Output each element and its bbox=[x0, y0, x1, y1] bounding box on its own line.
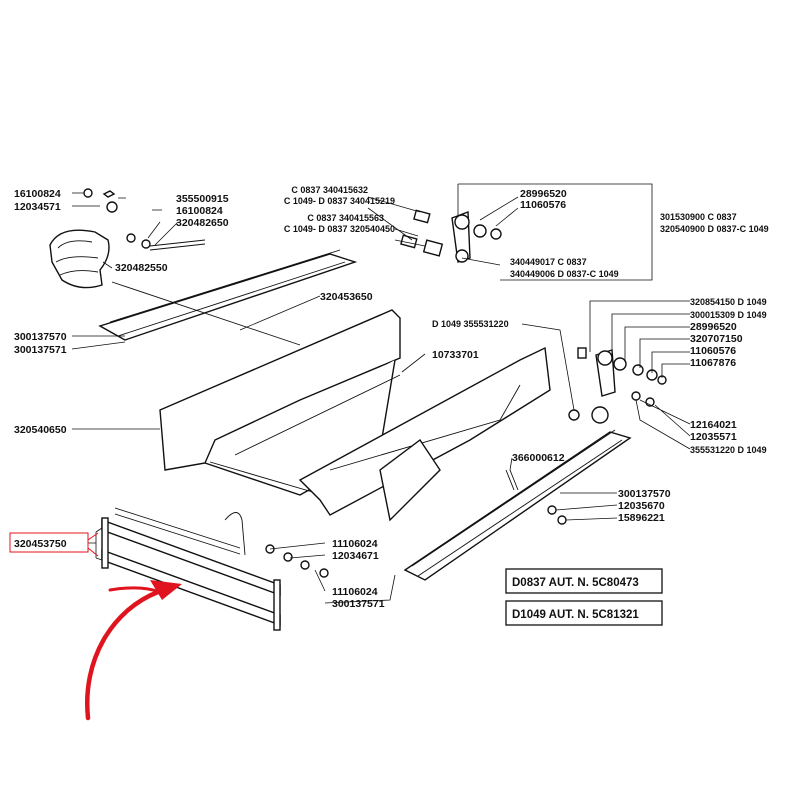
label-300137570-a: 300137570 bbox=[14, 331, 67, 343]
label-11106024-b: 11106024 bbox=[332, 586, 378, 598]
label-11060576-a: 11060576 bbox=[520, 199, 566, 211]
label-12034671: 12034671 bbox=[332, 550, 379, 562]
left-side-flange bbox=[98, 249, 358, 346]
label-340449017: 340449017 C 0837 bbox=[510, 257, 587, 267]
label-301530900: 301530900 C 0837 bbox=[660, 212, 737, 222]
authorization-box-d0837: D0837 AUT. N. 5C80473 bbox=[505, 568, 663, 594]
label-320482650: 320482650 bbox=[176, 217, 229, 229]
label-320453650: 320453650 bbox=[320, 291, 373, 303]
lever-assembly-top bbox=[400, 209, 502, 263]
auth-text-d1049: D1049 AUT. N. 5C81321 bbox=[512, 609, 639, 621]
label-11106024-a: 11106024 bbox=[332, 538, 378, 550]
label-300137571-a: 300137571 bbox=[14, 344, 67, 356]
label-15896221: 15896221 bbox=[618, 512, 665, 524]
label-12035571: 12035571 bbox=[690, 431, 737, 443]
rail-assembly-320453750 bbox=[101, 507, 281, 631]
label-320540900: 320540900 D 0837-C 1049 bbox=[660, 224, 769, 234]
bolts-bottom-left bbox=[265, 544, 329, 578]
label-300015309: 300015309 D 1049 bbox=[690, 310, 767, 320]
label-28996520-a: 28996520 bbox=[520, 188, 567, 200]
leader-lines bbox=[71, 183, 691, 604]
label-320540450: C 1049- D 0837 320540450 bbox=[284, 224, 395, 234]
label-12164021: 12164021 bbox=[690, 419, 737, 431]
label-355531220-b: 355531220 D 1049 bbox=[690, 445, 767, 455]
label-355531220-a: D 1049 355531220 bbox=[432, 319, 509, 329]
label-28996520-b: 28996520 bbox=[690, 321, 737, 333]
label-11060576-b: 11060576 bbox=[690, 345, 736, 357]
label-340415563: C 0837 340415563 bbox=[307, 213, 384, 223]
auth-text-d0837: D0837 AUT. N. 5C80473 bbox=[512, 577, 639, 589]
rod-320482650 bbox=[149, 239, 206, 251]
label-11067876: 11067876 bbox=[690, 357, 736, 369]
red-pointer-arrow bbox=[84, 580, 182, 721]
label-16100824-a: 16100824 bbox=[14, 188, 61, 200]
main-frame-320540650 bbox=[159, 309, 551, 522]
curved-guard-320482550 bbox=[49, 229, 110, 289]
label-320854150: 320854150 D 1049 bbox=[690, 297, 767, 307]
label-320482550: 320482550 bbox=[115, 262, 168, 274]
part-number-labels: 16100824 12034571 355500915 16100824 320… bbox=[14, 185, 769, 610]
label-320453750: 320453750 bbox=[14, 538, 67, 550]
label-300137571-b: 300137571 bbox=[332, 598, 385, 610]
authorization-box-d1049: D1049 AUT. N. 5C81321 bbox=[505, 600, 663, 626]
label-320707150: 320707150 bbox=[690, 333, 743, 345]
label-340415219: C 1049- D 0837 340415219 bbox=[284, 196, 395, 206]
label-10733701: 10733701 bbox=[432, 349, 479, 361]
right-side-flange bbox=[403, 429, 632, 581]
screw-366000612 bbox=[505, 469, 519, 491]
label-12034571-a: 12034571 bbox=[14, 201, 61, 213]
label-300137570-b: 300137570 bbox=[618, 488, 671, 500]
label-320540650: 320540650 bbox=[14, 424, 67, 436]
fasteners-right-bottom bbox=[547, 505, 567, 525]
label-355500915: 355500915 bbox=[176, 193, 229, 205]
label-366000612: 366000612 bbox=[512, 452, 565, 464]
label-12035670: 12035670 bbox=[618, 500, 665, 512]
lever-assembly-right bbox=[568, 347, 667, 424]
red-highlight-annotation bbox=[9, 532, 99, 557]
label-16100824-b: 16100824 bbox=[176, 205, 223, 217]
label-340449006: 340449006 D 0837-C 1049 bbox=[510, 269, 619, 279]
label-340415632: C 0837 340415632 bbox=[291, 185, 368, 195]
washers-top-left bbox=[83, 188, 151, 249]
